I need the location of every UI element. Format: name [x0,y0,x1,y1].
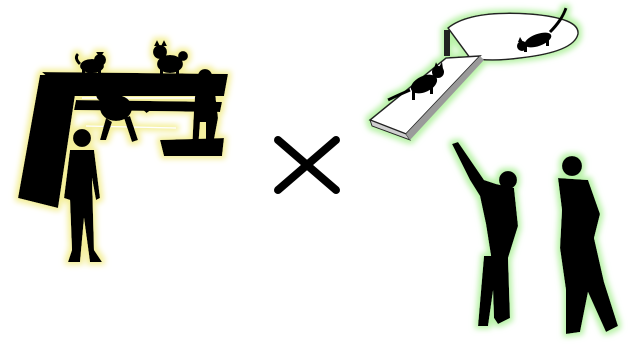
beam-lower [160,138,224,156]
multiply-symbol [278,140,336,190]
person-icon [64,129,102,262]
dog-icon [153,40,188,78]
person-icon [558,156,618,334]
dog-icon [76,52,106,74]
left-panel [18,40,228,262]
person-icon [452,142,518,326]
right-panel [370,8,618,334]
